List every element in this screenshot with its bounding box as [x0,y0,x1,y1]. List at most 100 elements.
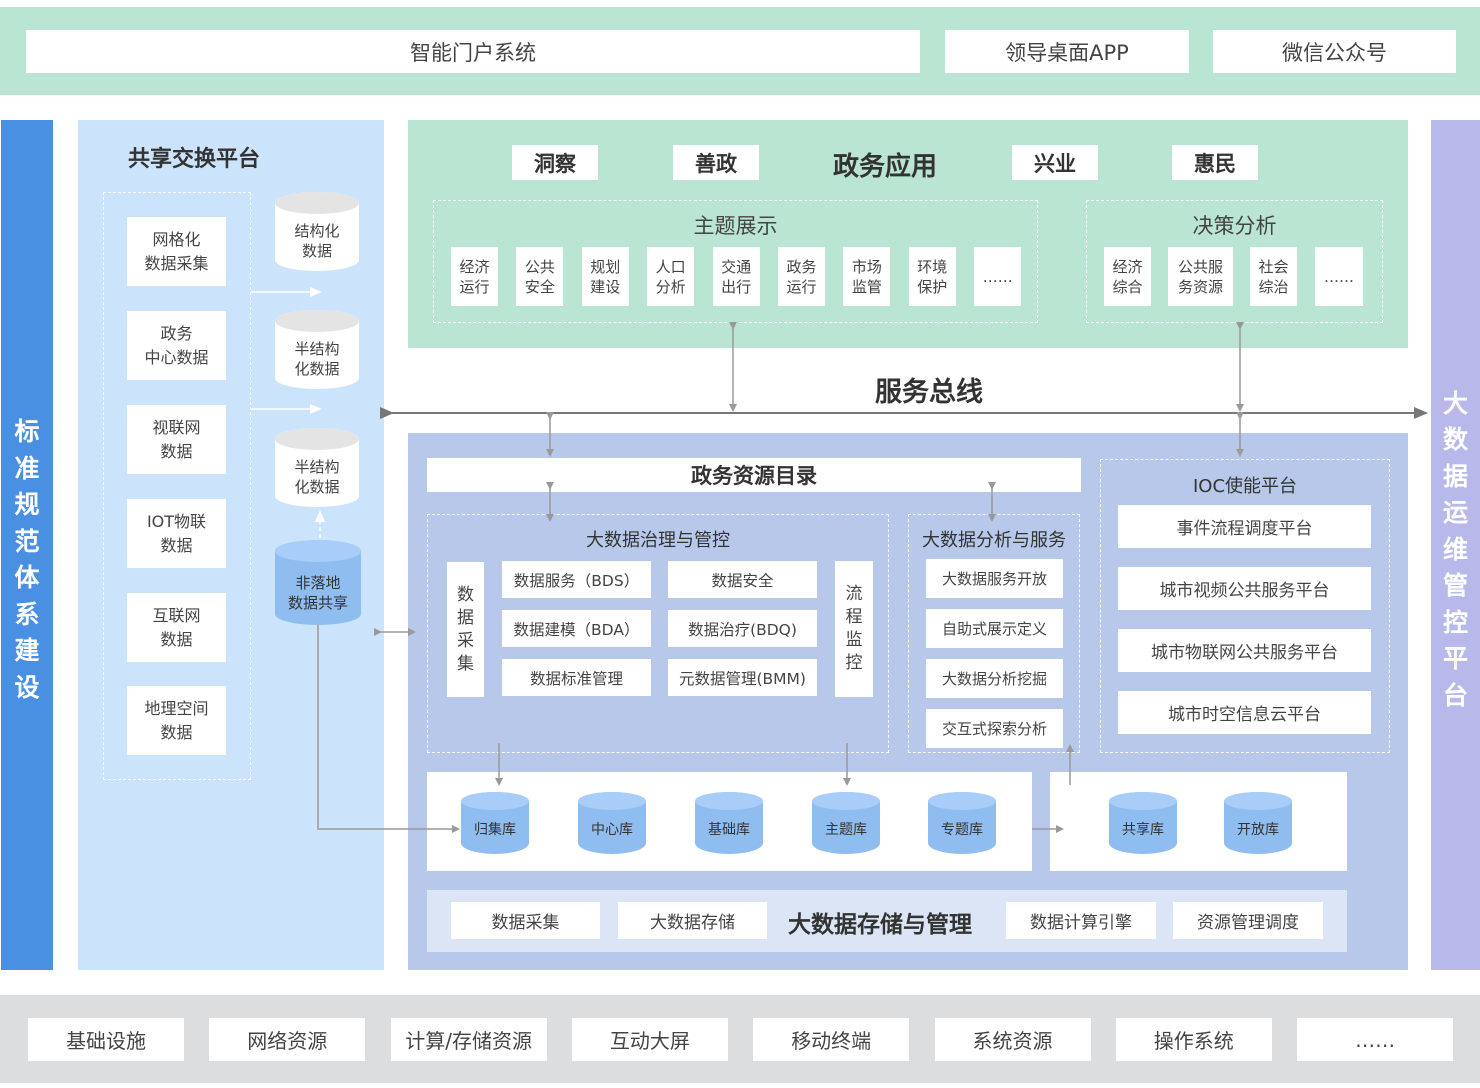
library-db[interactable]: 归集库 [461,792,529,854]
label: 中心数据 [144,347,209,367]
data-source-item[interactable]: 网格化数据采集 [127,217,226,286]
gov-app-tag[interactable]: 惠民 [1172,145,1258,180]
decision-analysis-item[interactable]: 社会综治 [1250,247,1297,306]
theme-display-item[interactable]: 政务运行 [778,247,825,306]
label: 交互式探索分析 [941,720,1047,738]
db-top [1109,792,1177,810]
db-top [461,792,529,810]
open-library-db[interactable]: 共享库 [1109,792,1177,854]
data-store-db[interactable]: 结构化数据 [275,192,359,271]
ops-control-platform-bar: 大数据运维管控平台 [1431,120,1480,970]
db-top [578,792,646,810]
storage-item[interactable]: 数据采集 [451,902,600,939]
storage-item[interactable]: 资源管理调度 [1173,902,1323,939]
infrastructure-item[interactable]: 系统资源 [934,1018,1091,1061]
db-label: 基础库 [695,810,763,850]
governance-item[interactable]: 数据服务（BDS） [502,561,651,598]
ioc-platform-item[interactable]: 城市视频公共服务平台 [1118,567,1371,610]
theme-display-item[interactable]: 市场监管 [843,247,891,306]
governance-item[interactable]: 数据建模（BDA） [502,610,651,647]
standards-char: 范 [14,526,40,556]
vertical-char: 集 [457,653,474,674]
library-db[interactable]: 主题库 [812,792,880,854]
non-landing-share-db[interactable]: 非落地 数据共享 [275,540,361,625]
label: 经济 [459,257,490,276]
theme-display-item[interactable]: 经济运行 [451,247,498,306]
analysis-item[interactable]: 交互式探索分析 [926,709,1063,748]
analysis-item[interactable]: 大数据服务开放 [926,559,1063,598]
data-source-item[interactable]: IOT物联数据 [127,499,226,568]
label: 数据 [160,535,193,555]
theme-display-item[interactable]: 环境保护 [908,247,956,306]
data-source-item[interactable]: 互联网数据 [127,593,226,662]
label: 安全 [524,277,555,296]
governance-item[interactable]: 元数据管理(BMM) [668,659,817,696]
standards-char: 体 [14,563,40,592]
label: 经济 [1112,257,1143,276]
theme-display-item[interactable]: 公共安全 [516,247,564,306]
data-store-db[interactable]: 半结构化数据 [275,428,359,507]
db-label: 主题库 [812,810,880,850]
label: 操作系统 [1153,1029,1234,1053]
db-label: 中心库 [578,810,646,850]
gov-resource-catalog[interactable]: 政务资源目录 [427,458,1081,492]
governance-item[interactable]: 数据安全 [668,561,817,598]
theme-display-item[interactable]: 交通出行 [712,247,760,306]
data-source-item[interactable]: 地理空间数据 [127,686,226,755]
label: 数据服务（BDS） [513,571,640,590]
label: 元数据管理(BMM) [679,669,806,688]
label: 化数据 [294,360,340,378]
theme-display-item[interactable]: …… [974,247,1022,306]
theme-display-item[interactable]: 规划建设 [581,247,629,306]
ioc-platform-item[interactable]: 城市物联网公共服务平台 [1118,629,1371,672]
infrastructure-item[interactable]: 计算/存储资源 [390,1018,547,1061]
standards-char: 设 [14,672,40,702]
label: 共享库 [1122,822,1164,838]
library-db[interactable]: 专题库 [928,792,996,854]
label: 大数据存储 [650,913,735,933]
data-source-item[interactable]: 政务中心数据 [127,311,226,380]
data-source-item[interactable]: 视联网数据 [127,405,226,474]
label: 网格化 [152,229,201,249]
access-wechat-official[interactable]: 微信公众号 [1213,30,1456,73]
ioc-platform-item[interactable]: 城市时空信息云平台 [1118,691,1371,734]
label: 善政 [695,151,737,176]
theme-display-item[interactable]: 人口分析 [647,247,695,306]
service-bus-label: 服务总线 [875,377,983,408]
ioc-platform-item[interactable]: 事件流程调度平台 [1118,505,1371,548]
label: 建设 [590,277,621,296]
infrastructure-item[interactable]: 移动终端 [753,1018,910,1061]
infrastructure-item[interactable]: …… [1297,1018,1454,1061]
library-db[interactable]: 中心库 [578,792,646,854]
infrastructure-item[interactable]: 基础设施 [28,1018,184,1061]
data-store-db[interactable]: 半结构化数据 [275,310,359,389]
storage-item[interactable]: 数据计算引擎 [1006,902,1156,939]
analysis-item[interactable]: 大数据分析挖掘 [926,659,1063,698]
infrastructure-item[interactable]: 互动大屏 [571,1018,728,1061]
gov-app-tag[interactable]: 善政 [673,145,759,180]
ops-char: 数 [1442,425,1468,455]
access-smart-portal[interactable]: 智能门户系统 [26,30,920,73]
label: 政务 [786,257,817,276]
decision-analysis-item[interactable]: …… [1315,247,1363,306]
gov-app-tag[interactable]: 兴业 [1012,145,1098,180]
library-db[interactable]: 基础库 [695,792,763,854]
access-leader-desktop-app[interactable]: 领导桌面APP [945,30,1189,73]
governance-process-monitor[interactable]: 流程监控 [835,561,873,697]
open-library-db[interactable]: 开放库 [1224,792,1292,854]
governance-data-collection[interactable]: 数据采集 [447,562,484,697]
db-top [695,792,763,810]
decision-analysis-item[interactable]: 经济综合 [1104,247,1151,306]
infrastructure-item[interactable]: 网络资源 [209,1018,366,1061]
governance-item[interactable]: 数据治疗(BDQ) [668,610,817,647]
label: 数据计算引擎 [1030,913,1132,933]
analysis-item[interactable]: 自助式展示定义 [926,609,1063,648]
vertical-char: 数 [457,584,474,605]
governance-item[interactable]: 数据标准管理 [502,659,651,696]
label: 数据 [160,722,193,742]
infrastructure-item[interactable]: 操作系统 [1115,1018,1272,1061]
storage-item[interactable]: 大数据存储 [618,902,767,939]
ops-char: 平 [1442,644,1468,674]
decision-analysis-item[interactable]: 公共服务资源 [1168,247,1233,306]
gov-app-tag[interactable]: 洞察 [512,145,598,180]
